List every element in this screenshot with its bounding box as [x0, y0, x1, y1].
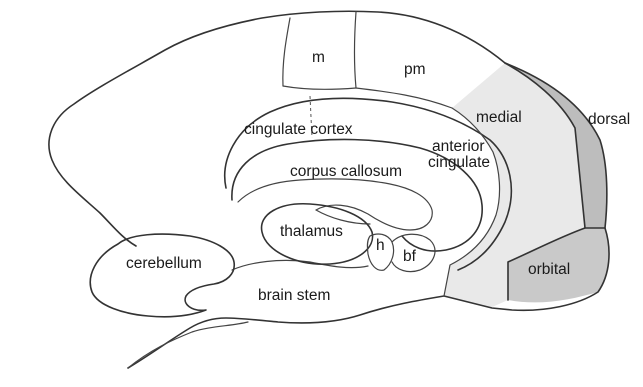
label-medial: medial [476, 109, 522, 126]
label-cingulate: cingulate [428, 154, 490, 171]
label-m: m [312, 49, 325, 66]
label-bf: bf [403, 248, 417, 265]
label-dorsal: dorsal [588, 111, 630, 128]
label-corpus-callosum: corpus callosum [290, 163, 402, 180]
label-orbital: orbital [528, 261, 570, 278]
motor-boundary-left [283, 18, 290, 86]
label-cerebellum: cerebellum [126, 255, 202, 272]
cerebellum-outline[interactable] [90, 234, 234, 317]
label-anterior: anterior [432, 138, 485, 155]
label-thalamus: thalamus [280, 223, 343, 240]
label-brain-stem: brain stem [258, 287, 330, 304]
premotor-boundary-bottom [356, 88, 452, 108]
label-pm: pm [404, 61, 426, 78]
motor-bottom [283, 86, 356, 89]
label-h: h [376, 237, 385, 254]
fornix-line [316, 210, 370, 224]
label-cingulate-cortex: cingulate cortex [244, 121, 353, 138]
motor-boundary-right [355, 12, 357, 88]
